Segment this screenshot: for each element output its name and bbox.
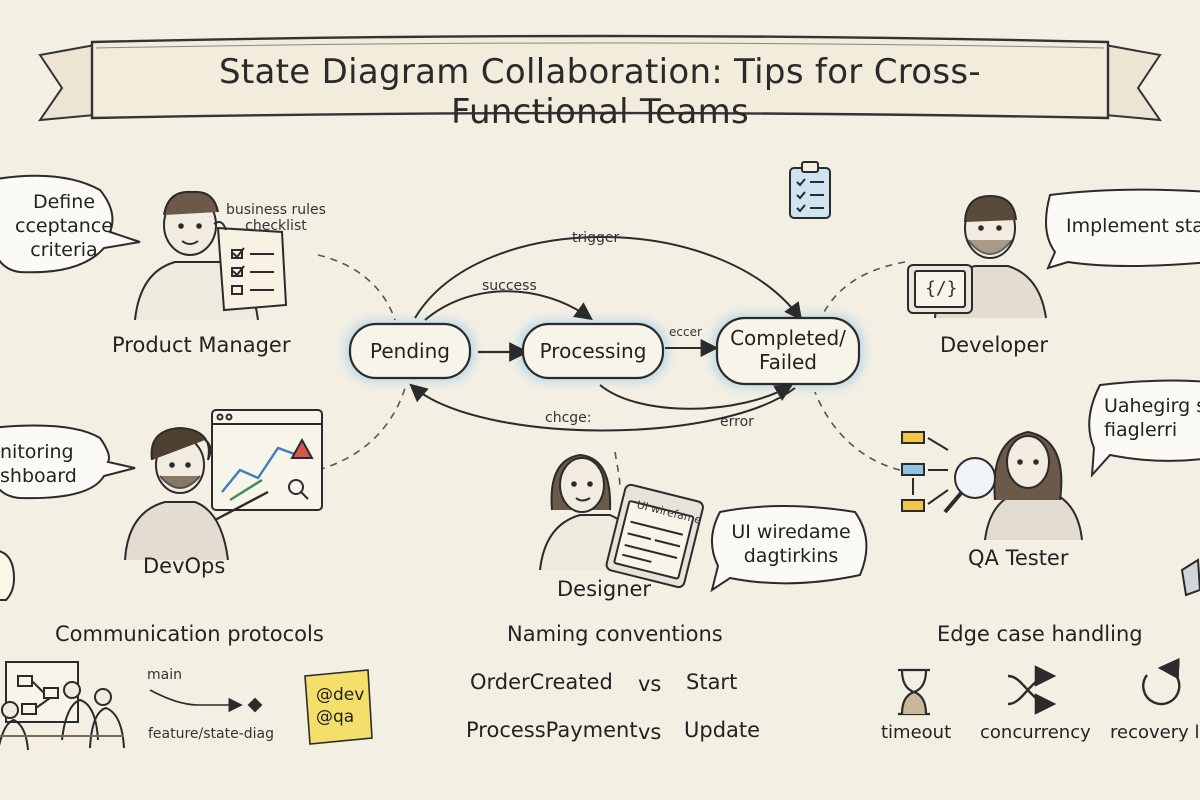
- state-pending-label: Pending: [370, 339, 450, 363]
- bubble-pm-line-3: criteria: [30, 239, 98, 261]
- edge-case-recovery: recovery lo: [1110, 722, 1200, 743]
- label-chcge: chcge:: [545, 410, 592, 426]
- title-banner: [37, 34, 1163, 122]
- pm-note: business rules checklist: [226, 202, 326, 234]
- label-eccer: eccer: [669, 325, 702, 339]
- shuffle-icon: [1007, 665, 1057, 715]
- bubble-devops-line-2: shboard: [0, 465, 77, 487]
- edge-case-timeout: timeout: [881, 722, 952, 743]
- naming-good-1: OrderCreated: [470, 670, 613, 694]
- page-title: State Diagram Collaboration: Tips for Cr…: [219, 52, 981, 132]
- branch-feature: feature/state-diag: [148, 726, 275, 742]
- clipboard-icon: [789, 161, 831, 219]
- label-trigger: trigger: [572, 230, 620, 246]
- label-success: success: [482, 278, 537, 294]
- developer-code: {/}: [925, 278, 958, 299]
- transition-trigger: [414, 236, 803, 321]
- bubble-devops: [0, 424, 136, 500]
- state-completed-line-2: Failed: [758, 350, 818, 374]
- hourglass-icon: [898, 668, 930, 716]
- state-pending: [348, 322, 472, 380]
- sticky-line-1: @dev: [316, 685, 365, 705]
- naming-vs-2: vs: [638, 720, 662, 744]
- state-completed-label: Completed/ Failed: [717, 326, 859, 374]
- label-error: error: [720, 414, 754, 430]
- state-processing-label: Processing: [539, 339, 647, 363]
- devops-figure: [124, 409, 323, 561]
- bubble-pm-text: Define cceptance criteria: [4, 190, 124, 262]
- edge-case-concurrency: concurrency: [980, 722, 1091, 743]
- role-designer: Designer: [557, 577, 652, 601]
- role-qa-tester: QA Tester: [968, 546, 1069, 570]
- bubble-devops-text: nitoring shboard: [0, 440, 77, 488]
- transition-back: [409, 383, 796, 432]
- role-devops: DevOps: [143, 554, 226, 578]
- state-machine: [345, 236, 864, 432]
- bubble-qa-line-2: fiaglerri: [1104, 419, 1178, 441]
- recovery-icon: [1142, 657, 1181, 706]
- sticky-note: [304, 669, 373, 745]
- naming-vs-1: vs: [638, 672, 662, 696]
- bubble-qa-text: Uahegirg s fiaglerri: [1104, 394, 1200, 442]
- sticky-note-text: @dev @qa: [316, 684, 364, 728]
- tool-icon: [1180, 558, 1200, 597]
- naming-bad-2: Update: [684, 718, 761, 742]
- bubble-developer: [1045, 188, 1200, 270]
- bubble-designer-text: UI wiredame dagtirkins: [730, 520, 852, 568]
- communication-heading: Communication protocols: [55, 622, 324, 646]
- role-connectors: [317, 254, 906, 491]
- sticky-line-2: @qa: [316, 707, 355, 727]
- bubble-qa-line-1: Uahegirg s: [1104, 395, 1200, 417]
- lightbulb-icon: [0, 550, 16, 601]
- qa-tester-figure: [901, 430, 1083, 541]
- transition-success: [424, 290, 593, 321]
- role-developer: Developer: [940, 333, 1049, 357]
- bubble-pm-line-2: cceptance: [15, 215, 113, 237]
- bubble-devops-line-1: nitoring: [0, 441, 74, 463]
- bubble-qa: [1088, 379, 1200, 478]
- bubble-designer-line-1: UI wiredame: [731, 521, 851, 543]
- pm-note-line-2: checklist: [245, 218, 307, 234]
- communication-illustration: [0, 661, 263, 751]
- state-completed-line-1: Completed/: [730, 326, 846, 350]
- naming-good-2: ProcessPayment: [466, 718, 638, 742]
- bubble-designer-line-2: dagtirkins: [743, 545, 839, 567]
- naming-bad-1: Start: [686, 670, 738, 694]
- edge-case-heading: Edge case handling: [937, 622, 1143, 646]
- bubble-designer: [710, 505, 868, 593]
- naming-heading: Naming conventions: [507, 622, 723, 646]
- transition-error: [599, 384, 794, 410]
- developer-figure: [907, 194, 1047, 319]
- state-completed-failed: [715, 316, 861, 386]
- bubble-pm: [0, 174, 141, 274]
- branch-main: main: [147, 667, 182, 683]
- bubble-developer-text: Implement stat: [1066, 215, 1200, 237]
- state-processing: [521, 322, 665, 380]
- pm-note-line-1: business rules: [226, 202, 326, 218]
- role-product-manager: Product Manager: [112, 333, 291, 357]
- product-manager-figure: [134, 190, 288, 321]
- designer-figure: [539, 453, 704, 589]
- bubble-pm-line-1: Define: [32, 191, 96, 213]
